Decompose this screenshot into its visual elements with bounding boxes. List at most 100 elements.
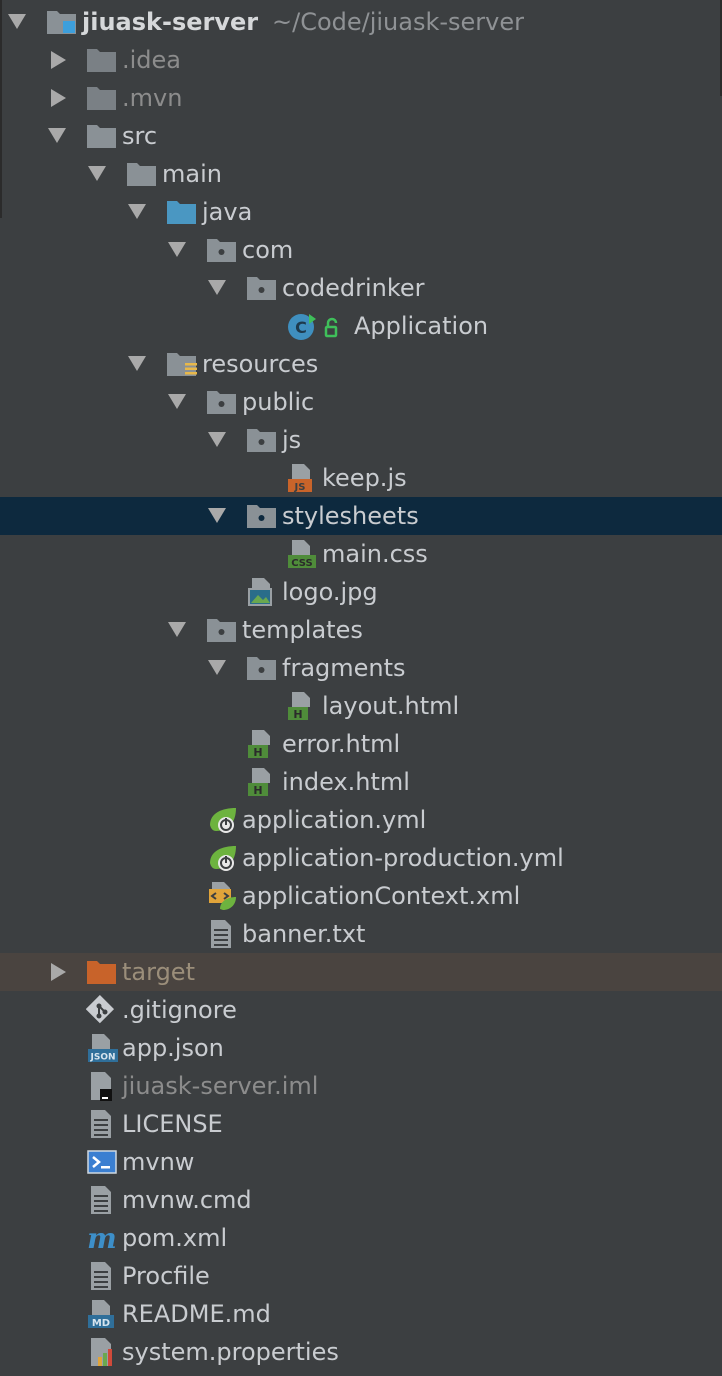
tree-item-label: mvnw.cmd bbox=[122, 1186, 252, 1214]
tree-row-mvnw[interactable]: mvnw bbox=[0, 1143, 722, 1181]
tree-item-label: .idea bbox=[122, 46, 182, 74]
expand-arrow-icon[interactable] bbox=[208, 432, 226, 447]
package-icon bbox=[246, 653, 278, 683]
tree-row-application-context-xml[interactable]: applicationContext.xml bbox=[0, 877, 722, 915]
tree-item-label: index.html bbox=[282, 768, 410, 796]
json-badge-text: JSON bbox=[89, 1053, 115, 1063]
tree-row-logo-jpg[interactable]: logo.jpg bbox=[0, 573, 722, 611]
html-badge-text: H bbox=[293, 708, 302, 721]
tree-row-resources[interactable]: resources bbox=[0, 345, 722, 383]
tree-item-label: java bbox=[202, 198, 253, 226]
tree-item-label: app.json bbox=[122, 1034, 224, 1062]
tree-row-public[interactable]: public bbox=[0, 383, 722, 421]
tree-row-main[interactable]: main bbox=[0, 155, 722, 193]
tree-row-license[interactable]: LICENSE bbox=[0, 1105, 722, 1143]
tree-row-templates[interactable]: templates bbox=[0, 611, 722, 649]
tree-row-error-html[interactable]: H error.html bbox=[0, 725, 722, 763]
html-file-icon: H bbox=[246, 767, 278, 797]
tree-row-application-yml[interactable]: application.yml bbox=[0, 801, 722, 839]
collapse-arrow-icon[interactable] bbox=[51, 89, 66, 107]
collapse-arrow-icon[interactable] bbox=[51, 51, 66, 69]
tree-row-fragments[interactable]: fragments bbox=[0, 649, 722, 687]
collapse-arrow-icon[interactable] bbox=[51, 963, 66, 981]
tree-row-procfile[interactable]: Procfile bbox=[0, 1257, 722, 1295]
tree-row-main-css[interactable]: CSS main.css bbox=[0, 535, 722, 573]
expand-arrow-icon[interactable] bbox=[168, 394, 186, 409]
package-icon bbox=[246, 425, 278, 455]
tree-item-label: logo.jpg bbox=[282, 578, 378, 606]
expand-arrow-icon[interactable] bbox=[48, 128, 66, 143]
tree-row-mvnw-cmd[interactable]: mvnw.cmd bbox=[0, 1181, 722, 1219]
tree-row-codedrinker[interactable]: codedrinker bbox=[0, 269, 722, 307]
tree-row-system-properties[interactable]: system.properties bbox=[0, 1333, 722, 1371]
tree-item-label: layout.html bbox=[322, 692, 460, 720]
spring-xml-icon bbox=[206, 881, 238, 911]
expand-arrow-icon[interactable] bbox=[128, 356, 146, 371]
tree-row-keep-js[interactable]: JS keep.js bbox=[0, 459, 722, 497]
expand-arrow-icon[interactable] bbox=[168, 622, 186, 637]
tree-row-idea[interactable]: .idea bbox=[0, 41, 722, 79]
tree-row-application[interactable]: C Application bbox=[0, 307, 722, 345]
tree-row-index-html[interactable]: H index.html bbox=[0, 763, 722, 801]
tree-row-gitignore[interactable]: .gitignore bbox=[0, 991, 722, 1029]
tree-item-label: fragments bbox=[282, 654, 406, 682]
tree-row-project-root[interactable]: jiuask-server ~/Code/jiuask-server bbox=[0, 3, 722, 41]
tree-row-readme[interactable]: MD README.md bbox=[0, 1295, 722, 1333]
tree-row-banner-txt[interactable]: banner.txt bbox=[0, 915, 722, 953]
source-folder-icon bbox=[166, 197, 198, 227]
tree-row-com[interactable]: com bbox=[0, 231, 722, 269]
expand-arrow-icon[interactable] bbox=[8, 14, 26, 29]
folder-icon bbox=[126, 159, 158, 189]
expand-arrow-icon[interactable] bbox=[208, 508, 226, 523]
tree-row-stylesheets[interactable]: stylesheets bbox=[0, 497, 722, 535]
tree-item-label: mvnw bbox=[122, 1148, 195, 1176]
css-badge-text: CSS bbox=[291, 558, 312, 569]
expand-arrow-icon[interactable] bbox=[208, 280, 226, 295]
js-badge-text: JS bbox=[294, 482, 306, 493]
tree-row-src[interactable]: src bbox=[0, 117, 722, 155]
expand-arrow-icon[interactable] bbox=[88, 166, 106, 181]
tree-row-app-json[interactable]: JSON app.json bbox=[0, 1029, 722, 1067]
tree-item-label: com bbox=[242, 236, 294, 264]
excluded-folder-icon bbox=[86, 957, 118, 987]
spring-config-icon bbox=[206, 805, 238, 835]
markdown-file-icon: MD bbox=[86, 1299, 118, 1329]
git-icon bbox=[86, 995, 118, 1025]
tree-item-label: README.md bbox=[122, 1300, 271, 1328]
tree-row-layout-html[interactable]: H layout.html bbox=[0, 687, 722, 725]
right-border bbox=[720, 0, 722, 96]
text-file-icon bbox=[86, 1261, 118, 1291]
tree-row-java[interactable]: java bbox=[0, 193, 722, 231]
tree-row-target[interactable]: target bbox=[0, 953, 722, 991]
left-border bbox=[0, 0, 2, 218]
package-icon bbox=[246, 273, 278, 303]
tree-item-label: Procfile bbox=[122, 1262, 210, 1290]
html-file-icon: H bbox=[286, 691, 318, 721]
tree-row-mvn[interactable]: .mvn bbox=[0, 79, 722, 117]
tree-row-iml[interactable]: jiuask-server.iml bbox=[0, 1067, 722, 1105]
spring-config-icon bbox=[206, 843, 238, 873]
expand-arrow-icon[interactable] bbox=[168, 242, 186, 257]
tree-item-label: system.properties bbox=[122, 1338, 339, 1366]
tree-row-application-production-yml[interactable]: application-production.yml bbox=[0, 839, 722, 877]
tree-item-label: jiuask-server.iml bbox=[122, 1072, 319, 1100]
package-icon bbox=[206, 615, 238, 645]
folder-icon bbox=[86, 121, 118, 151]
tree-item-label: codedrinker bbox=[282, 274, 425, 302]
html-badge-text: H bbox=[253, 784, 262, 797]
class-badge-text: C bbox=[295, 318, 307, 337]
expand-arrow-icon[interactable] bbox=[208, 660, 226, 675]
package-icon bbox=[206, 235, 238, 265]
tree-row-js[interactable]: js bbox=[0, 421, 722, 459]
tree-item-label: application.yml bbox=[242, 806, 427, 834]
text-file-icon bbox=[206, 919, 238, 949]
html-badge-text: H bbox=[253, 746, 262, 759]
folder-icon bbox=[86, 83, 118, 113]
tree-row-pom-xml[interactable]: m pom.xml bbox=[0, 1219, 722, 1257]
tree-item-label: application-production.yml bbox=[242, 844, 564, 872]
expand-arrow-icon[interactable] bbox=[128, 204, 146, 219]
project-name: jiuask-server bbox=[82, 8, 259, 36]
tree-item-label: src bbox=[122, 122, 158, 150]
tree-item-label: keep.js bbox=[322, 464, 407, 492]
